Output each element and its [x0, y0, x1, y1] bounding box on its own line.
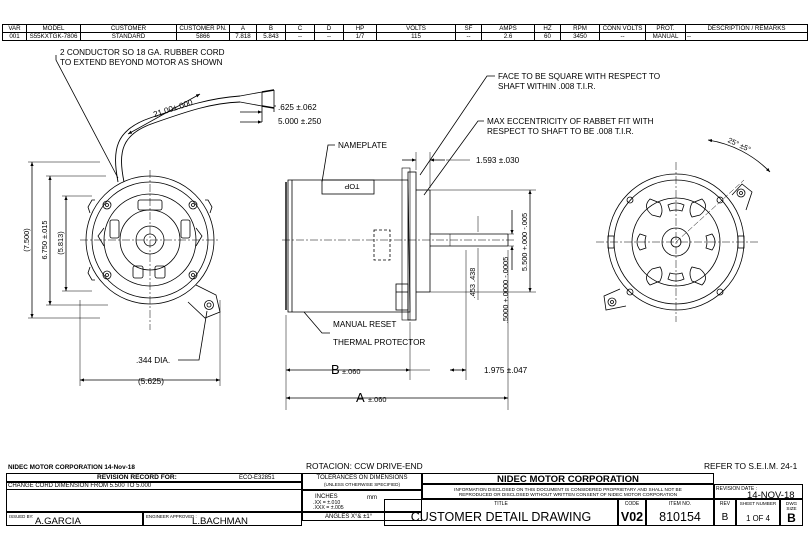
tol-inches: INCHES: [315, 494, 338, 500]
dim-strip2: 5.000 ±.250: [278, 117, 322, 126]
dwg-label: DWG SIZE: [785, 501, 798, 511]
approved-by: L.BACHMAN: [192, 516, 248, 526]
code-box: CODE V02: [618, 499, 646, 526]
eco-number: ECO-E32851: [239, 475, 275, 481]
front-view: [28, 55, 276, 386]
tolerances-header: TOLERANCES ON DIMENSIONS (UNLESS OTHERWI…: [302, 473, 422, 490]
item-number: 810154: [659, 510, 701, 524]
note-face-2: SHAFT WITHIN .008 T.I.R.: [498, 82, 596, 91]
rotation-note: ROTACION: CCW DRIVE-END: [306, 461, 423, 471]
dim-6750: 6.750 ±.015: [40, 221, 49, 260]
title-box: TITLE CUSTOMER DETAIL DRAWING: [384, 499, 618, 526]
issued-label: ISSUED BY:: [9, 514, 34, 519]
dim-1975: 1.975 ±.047: [484, 366, 528, 375]
revision-change-row: CHANGE CORD DIMENSION FROM 5.500 TO 5.00…: [6, 482, 302, 490]
rev-label: REV: [719, 501, 731, 507]
tol-angles-text: ANGLES X°& ±1°: [325, 514, 373, 520]
spec-data-cell: --: [685, 32, 808, 41]
code-value: V02: [620, 510, 644, 524]
note-nameplate: NAMEPLATE: [338, 141, 388, 150]
title-block: NIDEC MOTOR CORPORATION 14-Nov-18 ROTACI…: [0, 461, 809, 544]
note-reset-2: THERMAL PROTECTOR: [333, 338, 425, 347]
note-face-1: FACE TO BE SQUARE WITH RESPECT TO: [498, 72, 660, 81]
rev-date: 14-NOV-18: [747, 490, 795, 499]
title-label: TITLE: [494, 501, 508, 507]
dim-a-letter: A: [356, 390, 365, 405]
dim-7500: (7.500): [22, 228, 31, 251]
sheet-value: 1 OF 4: [746, 514, 770, 523]
tolerances-values: INCHES mm .XX = ±.010 .XXX = ±.005: [302, 490, 422, 512]
approved-label: ENGINEER APPROVED :: [146, 514, 197, 519]
code-label: CODE: [624, 501, 640, 507]
side-view: [282, 75, 536, 410]
dim-5500: 5.500 +.000 -.005: [520, 213, 529, 271]
note-ecc-1: MAX ECCENTRICITY OF RABBET FIT WITH: [487, 117, 654, 126]
rear-view: [596, 139, 771, 322]
approved-box: ENGINEER APPROVED : L.BACHMAN: [143, 512, 302, 526]
tol-title: TOLERANCES ON DIMENSIONS: [316, 475, 408, 481]
note-cord-1: 2 CONDUCTOR SO 18 GA. RUBBER CORD: [60, 48, 225, 57]
refer-note: REFER TO S.E.I.M. 24-1: [704, 461, 798, 471]
rev-value: B: [721, 512, 729, 523]
dim-b-letter: B: [331, 362, 340, 377]
drawing-title: CUSTOMER DETAIL DRAWING: [410, 510, 592, 524]
sheet-label: SHEET NUMBER: [739, 501, 777, 506]
revision-date-box: REVISION DATE : 14-NOV-18: [714, 484, 803, 499]
disclaimer: INFORMATION DISCLOSED ON THIS DOCUMENT I…: [422, 484, 714, 499]
dim-hole: .344 DIA.: [136, 356, 170, 365]
revision-empty: [6, 490, 302, 512]
rev-box: REV B: [714, 499, 736, 526]
dim-5625: (5.625): [138, 377, 164, 386]
dwg-value: B: [787, 511, 796, 525]
dim-5000: .5000 +.0000 -.0005: [501, 257, 510, 323]
dim-angle: 25° ±5°: [726, 136, 752, 154]
item-label: ITEM NO.: [668, 501, 692, 507]
dim-b-tol: ±.060: [342, 367, 360, 376]
dim-1593: 1.593 ±.030: [476, 156, 520, 165]
issued-by: A.GARCIA: [35, 516, 81, 526]
revision-record-label: REVISION RECORD FOR:: [97, 474, 177, 481]
dim-453: .453 .438: [468, 268, 477, 299]
rev-date-label: REVISION DATE :: [716, 486, 758, 492]
item-box: ITEM NO. 810154: [646, 499, 714, 526]
disclaimer-1: INFORMATION DISCLOSED ON THIS DOCUMENT I…: [454, 487, 682, 492]
label-top: TOP: [344, 182, 359, 191]
dwg-box: DWG SIZE B: [780, 499, 803, 526]
dim-5813: (5.813): [56, 231, 65, 254]
disclaimer-2: REPRODUCED OR DISCLOSED WITHOUT WRITTEN …: [458, 492, 678, 497]
revision-record-header: REVISION RECORD FOR: ECO-E32851: [6, 473, 302, 482]
change-description: CHANGE CORD DIMENSION FROM 5.500 TO 5.00…: [8, 483, 152, 489]
note-cord-2: TO EXTEND BEYOND MOTOR AS SHOWN: [60, 58, 223, 67]
tol-angles: ANGLES X°& ±1°: [302, 512, 422, 521]
dim-strip1: .625 ±.062: [278, 103, 317, 112]
motor-drawing: 2 CONDUCTOR SO 18 GA. RUBBER CORD TO EXT…: [22, 48, 771, 410]
corp-name: NIDEC MOTOR CORPORATION: [497, 474, 639, 484]
dim-a-tol: ±.060: [368, 395, 386, 404]
sheet-box: SHEET NUMBER 1 OF 4: [736, 499, 780, 526]
corp-header: NIDEC MOTOR CORPORATION: [422, 473, 714, 484]
company-date: NIDEC MOTOR CORPORATION 14-Nov-18: [8, 464, 135, 471]
tol-mm: mm: [367, 495, 377, 501]
tol-sub: (UNLESS OTHERWISE SPECIFIED): [324, 482, 400, 487]
tol-xx: .XX = ±.010: [313, 500, 341, 506]
issued-box: ISSUED BY: A.GARCIA: [6, 512, 143, 526]
note-ecc-2: RESPECT TO SHAFT TO BE .008 T.I.R.: [487, 127, 634, 136]
tol-xxx: .XXX = ±.005: [313, 505, 344, 511]
note-reset-1: MANUAL RESET: [333, 320, 396, 329]
